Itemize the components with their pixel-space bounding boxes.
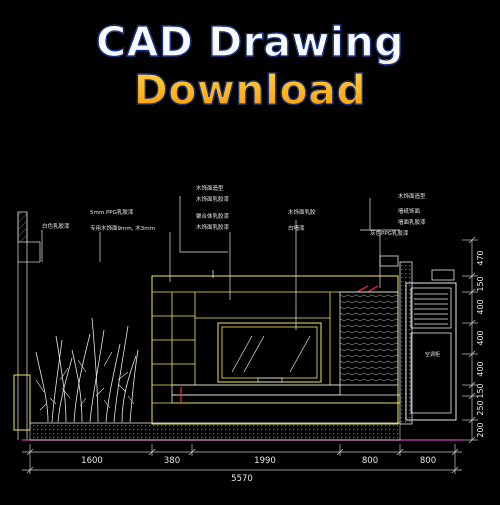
- note-right-3: 墙面乳胶漆: [398, 218, 426, 226]
- note-right-2: 墙纸饰面: [398, 207, 421, 215]
- dim-label-150a: 150: [476, 276, 485, 291]
- note-center-1a: 木饰面造型: [196, 184, 224, 192]
- note-left-1: 白色乳胶漆: [42, 222, 70, 230]
- note-center-1b: 木饰面乳胶漆: [196, 195, 230, 203]
- dim-label-400a: 400: [476, 299, 485, 314]
- dim-label-250: 250: [476, 400, 485, 415]
- textured-panel: [339, 291, 399, 386]
- dim-label-total: 5570: [231, 474, 253, 484]
- note-left-2b: 专用木饰面9mm, 木3mm: [90, 224, 155, 232]
- note-center-3b: 白墙漆: [288, 224, 305, 232]
- dim-label-150b: 150: [476, 383, 485, 398]
- tv-screen: [217, 322, 322, 383]
- note-right-1: 木饰面造型: [398, 192, 426, 200]
- floor-slab: [22, 422, 462, 441]
- note-center-3a: 木饰面乳胶: [288, 208, 316, 216]
- annotation-texts: 白色乳胶漆 5mm PPG乳胶漆 专用木饰面9mm, 木3mm 木饰面造型 木饰…: [42, 184, 426, 237]
- leader-lines: [41, 196, 400, 330]
- note-center-2b: 木饰面乳胶漆: [196, 223, 230, 231]
- page-title: CAD Drawing Download: [0, 17, 500, 114]
- bottom-dimensions: [22, 444, 462, 474]
- right-dimensions: [462, 236, 478, 444]
- dim-label-800a: 800: [362, 456, 378, 466]
- ac-cabinet: 空调柜: [379, 255, 457, 425]
- dim-label-1600: 1600: [81, 456, 103, 466]
- dim-label-200: 200: [476, 422, 485, 437]
- plant-decoration: [35, 317, 139, 423]
- note-right-4: 灰色PPG乳胶漆: [370, 229, 409, 237]
- dim-label-400b: 400: [476, 330, 485, 345]
- dim-label-380: 380: [164, 456, 180, 466]
- note-left-2a: 5mm PPG乳胶漆: [90, 208, 134, 216]
- left-wall-section: [13, 211, 41, 440]
- dim-label-1990: 1990: [254, 456, 276, 466]
- dim-label-470: 470: [476, 250, 485, 265]
- dim-label-400c: 400: [476, 361, 485, 376]
- tv-wall: [151, 270, 401, 425]
- dim-label-800b: 800: [420, 456, 436, 466]
- right-dimension-labels: 470 150 400 400 400 150 250 200: [476, 250, 485, 437]
- cabinet-label: 空调柜: [425, 351, 440, 358]
- note-center-2a: 聚合体乳胶漆: [196, 212, 230, 220]
- bottom-dimension-labels: 1600 380 1990 800 800 5570: [81, 456, 436, 484]
